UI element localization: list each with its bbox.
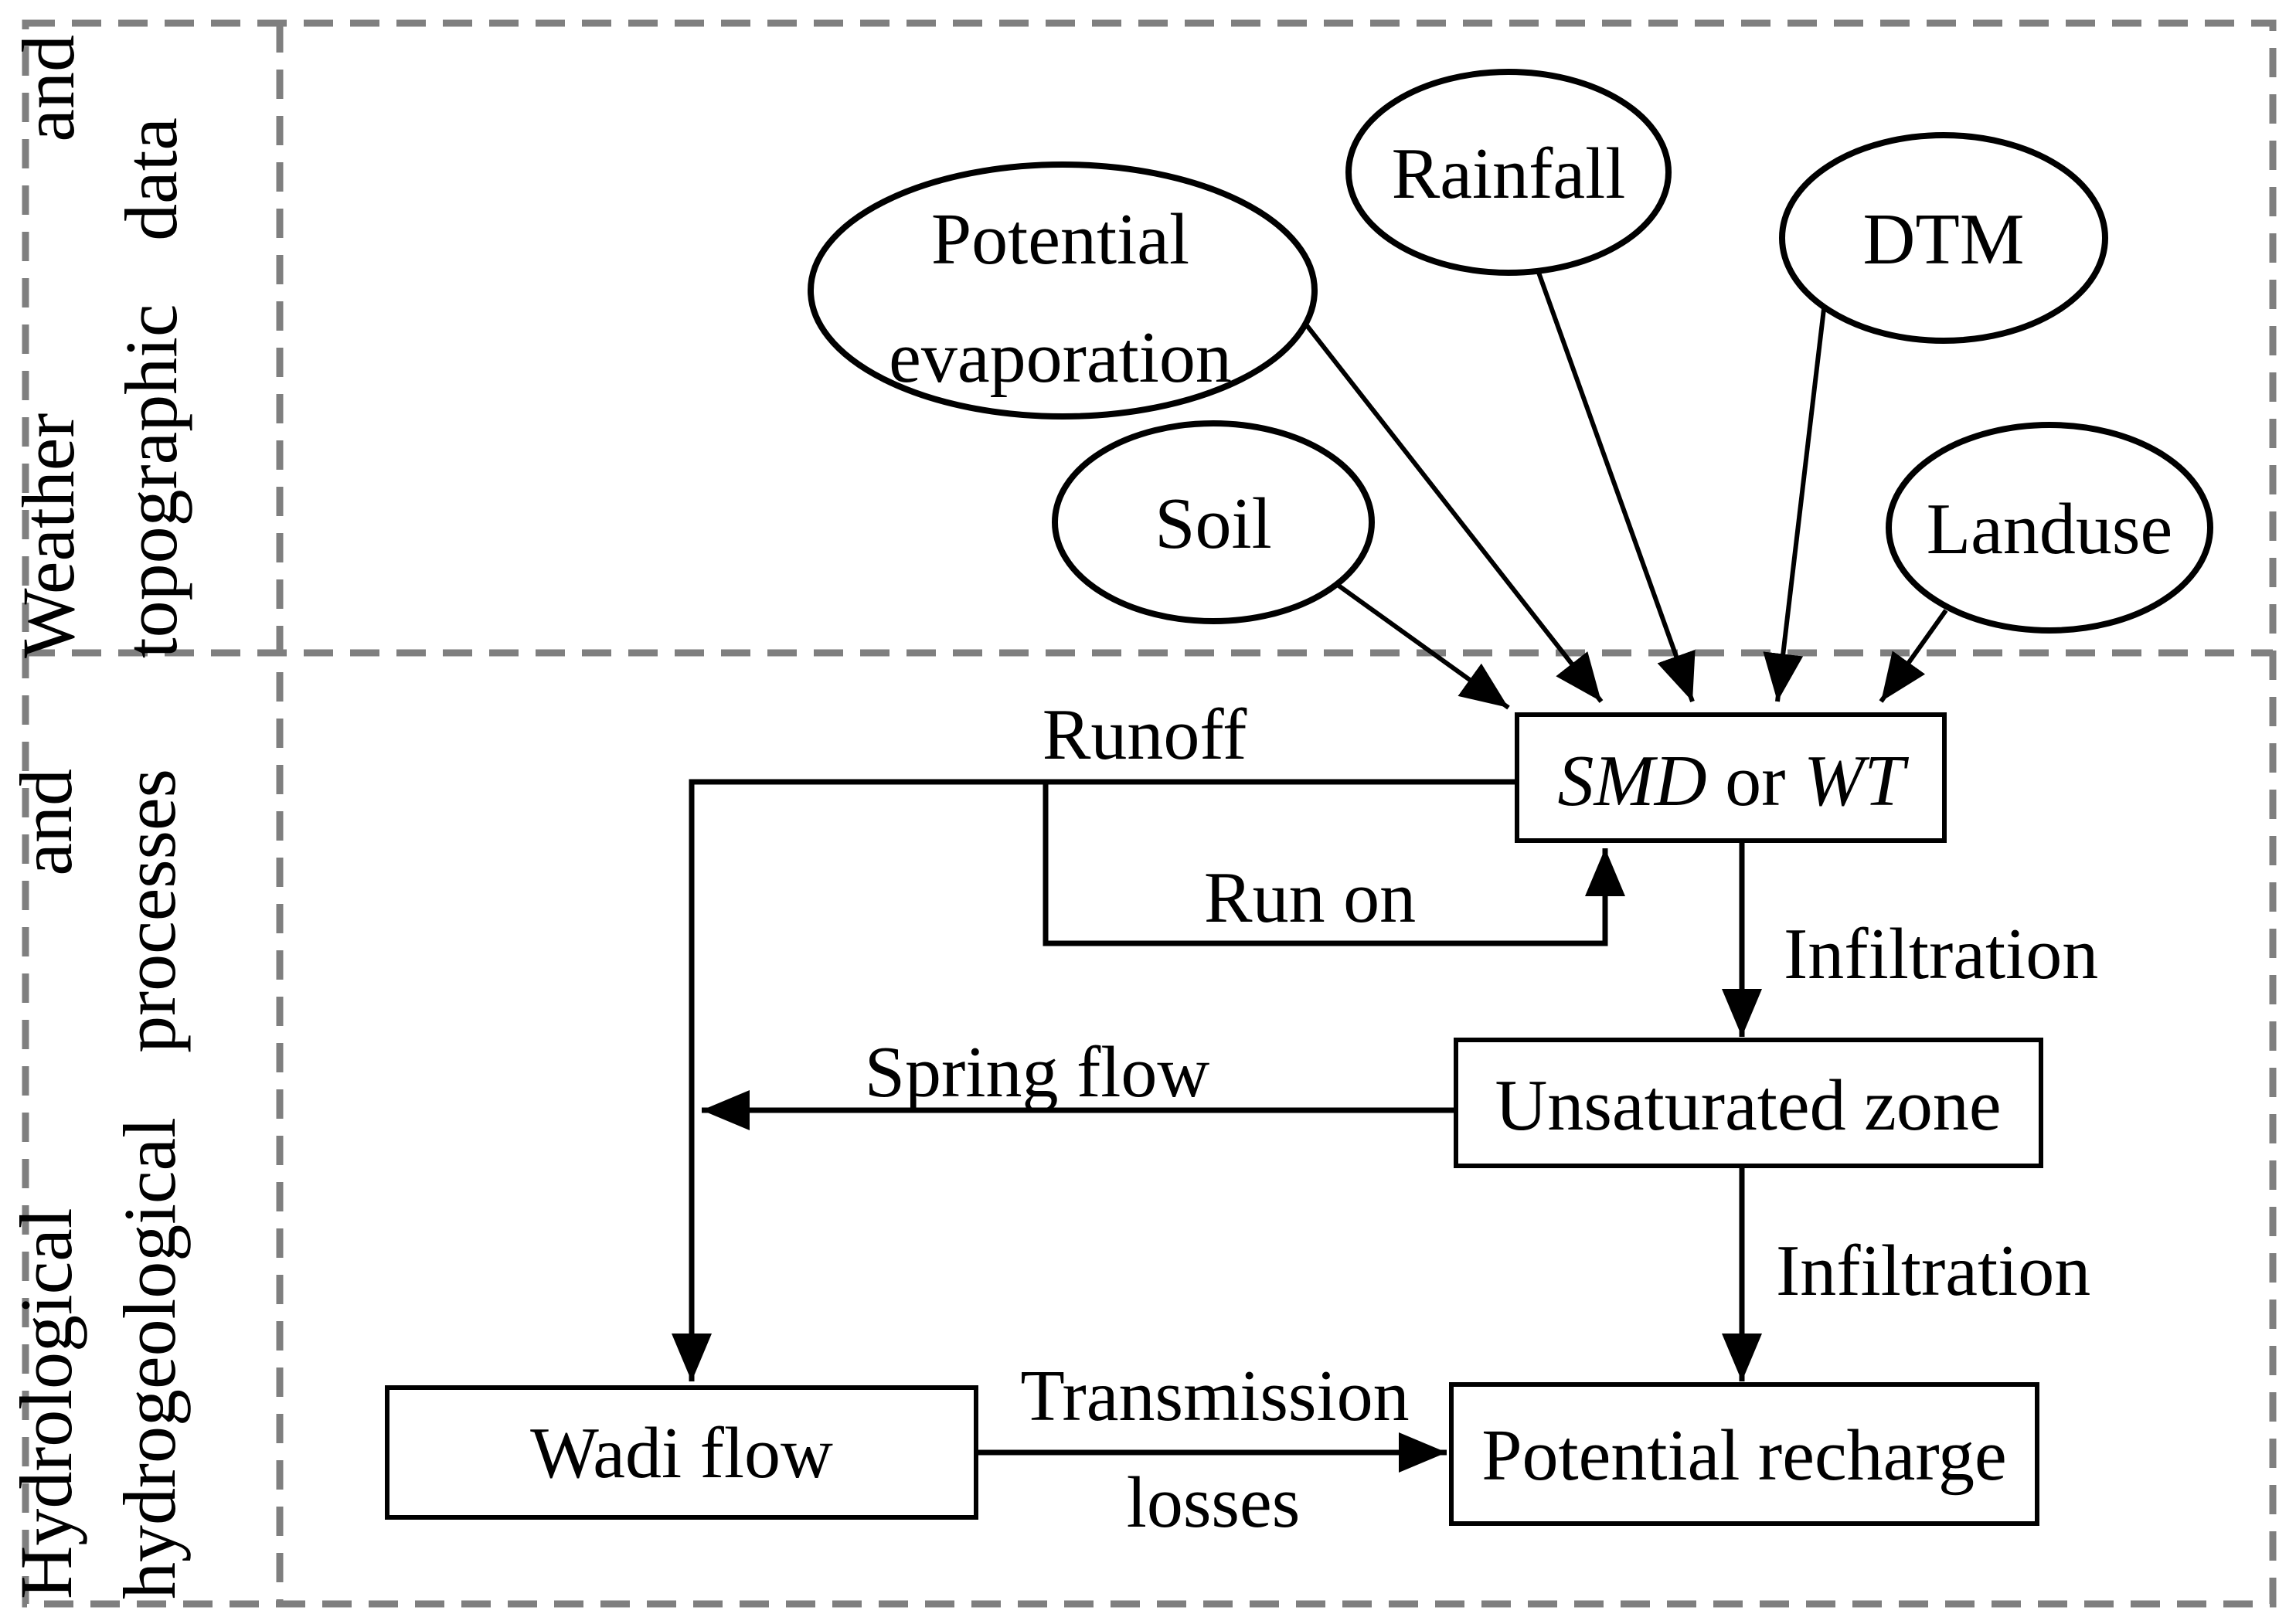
potential-recharge-label: Potential recharge [1481, 1415, 2006, 1496]
section-top-word-topographic: topographic [110, 304, 192, 658]
wadi-flow-label: Wadi flow [530, 1413, 833, 1493]
potential-recharge-box [1449, 1382, 2039, 1526]
arrow-dtm-to-smd [1763, 308, 1826, 702]
arrow-runoff-to-wadi-flow [672, 779, 1517, 1381]
soil-ellipse [1052, 420, 1375, 624]
potential-evaporation-ellipse [808, 161, 1318, 420]
dtm-label: DTM [1863, 199, 2025, 280]
section-bottom-word-hydrogeological: hydrogeological [108, 1117, 191, 1599]
spring-flow-label: Spring flow [865, 1032, 1210, 1113]
node-landuse: Landuse [1886, 422, 2213, 634]
unsaturated-zone-box [1454, 1038, 2043, 1168]
dtm-ellipse [1779, 132, 2108, 344]
smd-label-part: SMD [1557, 741, 1706, 821]
wadi-flow-box [385, 1385, 978, 1520]
node-unsaturated-zone: Unsaturated zone [1454, 1038, 2043, 1168]
transmission-losses-label-line1: Transmission [1020, 1356, 1409, 1436]
node-rainfall: Rainfall [1345, 69, 1672, 276]
section-top-word-weather: Weather [7, 413, 90, 658]
wt-label-part: WT [1804, 741, 1909, 821]
node-smd-or-wt: SMD or WT [1515, 712, 1947, 843]
arrow-soil-to-smd [1334, 581, 1510, 710]
node-potential-evaporation: Potential evaporation [808, 161, 1318, 420]
section-bottom-word-hydrological: Hydrological [5, 1208, 87, 1599]
arrow-potential-evaporation-to-smd [1304, 323, 1604, 703]
arrow-rainfall-to-smd [1536, 269, 1696, 703]
unsaturated-zone-label: Unsaturated zone [1495, 1065, 2001, 1146]
landuse-ellipse [1886, 422, 2213, 634]
rainfall-ellipse [1345, 69, 1672, 276]
run-on-label: Run on [1204, 858, 1416, 938]
node-soil: Soil [1052, 420, 1375, 624]
section-bottom-word-and: and [5, 769, 87, 876]
or-label-part: or [1707, 741, 1804, 821]
arrow-run-on-to-smd [1043, 782, 1625, 946]
arrow-landuse-to-smd [1879, 609, 1948, 703]
potential-evaporation-label-line2: evaporation [889, 318, 1232, 398]
transmission-losses-label-line2: losses [1127, 1463, 1301, 1543]
infiltration-lower-label: Infiltration [1776, 1231, 2090, 1311]
section-top-word-and: and [7, 35, 90, 142]
node-wadi-flow: Wadi flow [385, 1385, 978, 1520]
landuse-label: Landuse [1927, 489, 2172, 569]
node-dtm: DTM [1779, 132, 2108, 344]
node-potential-recharge: Potential recharge [1449, 1382, 2039, 1526]
soil-label: Soil [1155, 484, 1272, 564]
section-label-hydrological-processes: Hydrological and hydrogeological process… [5, 769, 191, 1599]
runoff-label: Runoff [1043, 695, 1247, 775]
section-bottom-word-processes: processes [108, 769, 191, 1053]
section-top-word-data: data [110, 117, 192, 241]
rainfall-label: Rainfall [1392, 134, 1626, 214]
infiltration-upper-label: Infiltration [1784, 914, 2098, 994]
smd-or-wt-box [1515, 712, 1947, 843]
smd-or-wt-label: SMD or WT [1557, 741, 1909, 821]
outer-dashed-border [22, 19, 2277, 1608]
potential-evaporation-label-line1: Potential [931, 199, 1189, 280]
section-label-weather-topographic: Weather and topographic data [7, 35, 192, 658]
